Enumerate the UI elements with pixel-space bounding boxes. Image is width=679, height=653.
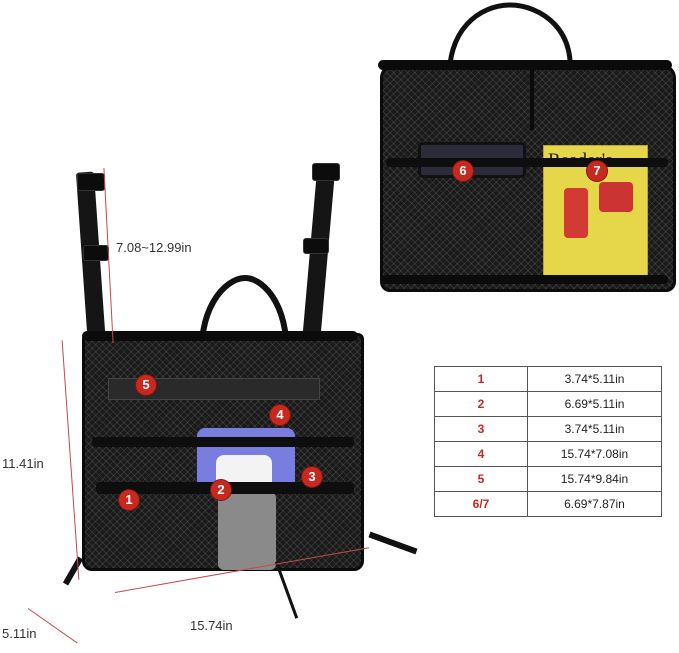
badge-3: 3 — [302, 467, 322, 487]
right-handle — [447, 2, 573, 86]
upper-pocket-band — [92, 437, 354, 447]
badge-4: 4 — [270, 405, 290, 425]
right-hook — [368, 531, 418, 555]
left-strap-buckle-mid — [83, 245, 109, 261]
badge-5: 5 — [136, 375, 156, 395]
height-dimension-label: 11.41in — [2, 456, 44, 471]
pocket-number: 1 — [434, 366, 528, 392]
pocket-size: 15.74*9.84in — [527, 466, 662, 492]
table-row: 6/7 6.69*7.87in — [434, 491, 662, 517]
pocket-number: 4 — [434, 441, 528, 467]
pocket-size-table: 1 3.74*5.11in 2 6.69*5.11in 3 3.74*5.11i… — [434, 366, 662, 517]
depth-dimension-label: 5.11in — [2, 626, 37, 641]
pocket-number: 5 — [434, 466, 528, 492]
badge-2: 2 — [211, 480, 231, 500]
pocket-size: 15.74*7.08in — [527, 441, 662, 467]
right-product: Reader's 6 7 — [370, 0, 679, 300]
magazine-graphic — [599, 182, 633, 212]
left-hook — [62, 556, 84, 586]
pocket-number: 2 — [434, 391, 528, 417]
table-row: 3 3.74*5.11in — [434, 416, 662, 442]
pocket-size: 6.69*5.11in — [527, 391, 662, 417]
pocket-size: 3.74*5.11in — [527, 416, 662, 442]
left-bag-rim — [82, 331, 358, 341]
grey-case-item — [218, 492, 276, 570]
pocket-size: 3.74*5.11in — [527, 366, 662, 392]
badge-7: 7 — [587, 161, 607, 181]
table-row: 4 15.74*7.08in — [434, 441, 662, 467]
left-product: 1 2 3 4 5 7.08~12.99in 11.41in 15.74in 5… — [2, 163, 418, 644]
pocket-number: 6/7 — [434, 491, 528, 517]
tablet-item — [108, 378, 320, 400]
table-row: 5 15.74*9.84in — [434, 466, 662, 492]
table-row: 1 3.74*5.11in — [434, 366, 662, 392]
strap-dimension-label: 7.08~12.99in — [116, 240, 192, 255]
magazine-phone — [564, 188, 588, 238]
pocket-size: 6.69*7.87in — [527, 491, 662, 517]
right-bag-rim — [378, 60, 672, 70]
badge-1: 1 — [119, 490, 139, 510]
badge-6: 6 — [453, 161, 473, 181]
height-dimension-line — [61, 340, 80, 580]
right-strap-buckle-mid — [303, 238, 329, 254]
left-strap-buckle-top — [77, 173, 105, 191]
width-dimension-label: 15.74in — [190, 618, 233, 633]
table-row: 2 6.69*5.11in — [434, 391, 662, 417]
right-pocket-band — [386, 158, 668, 167]
right-strap-buckle-top — [312, 163, 340, 181]
right-bottom-band — [382, 275, 668, 284]
right-bag-divider — [530, 70, 534, 130]
pocket-number: 3 — [434, 416, 528, 442]
